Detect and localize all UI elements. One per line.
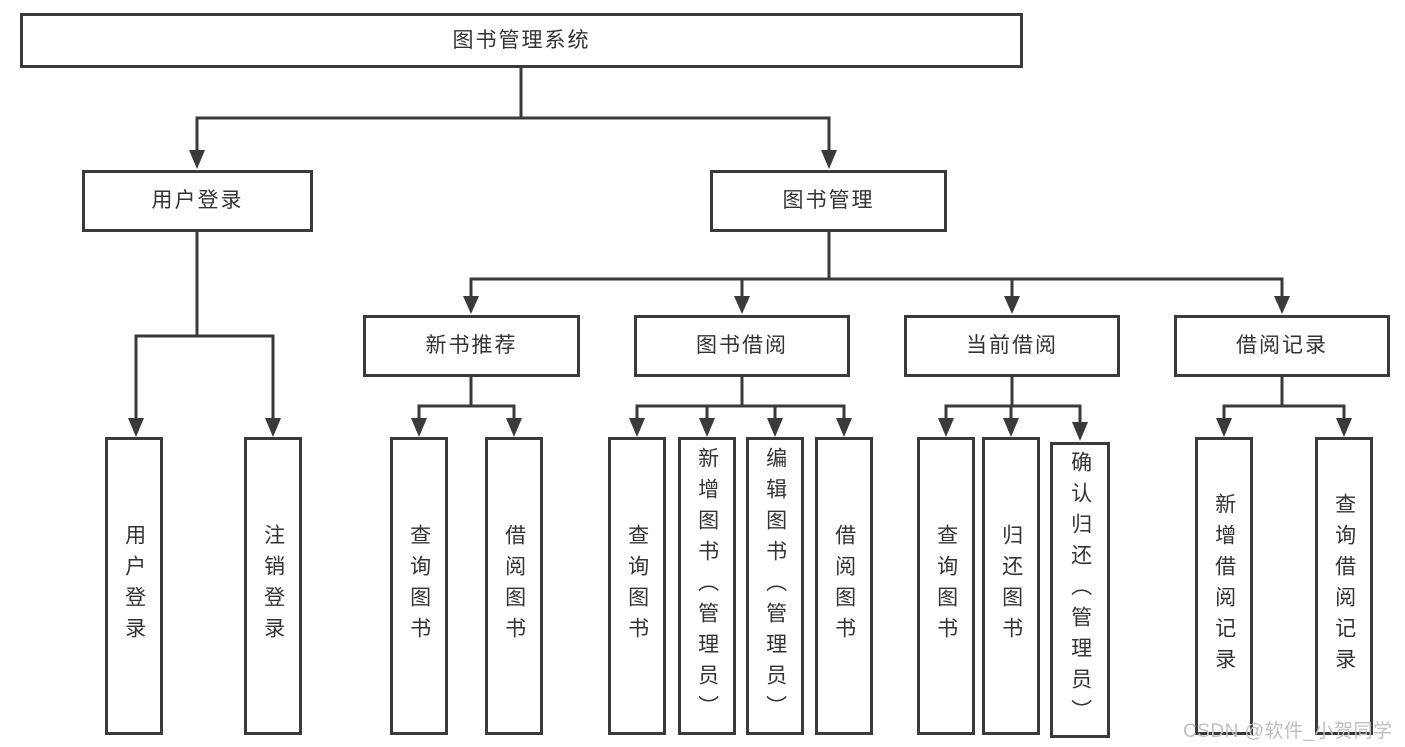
leaf-add-books-admin: 新增图书（管理员） (678, 437, 736, 735)
node-new-book-recommendation: 新书推荐 (363, 315, 580, 377)
leaf-query-books-current: 查询图书 (917, 437, 975, 735)
leaf-add-borrow-record: 新增借阅记录 (1195, 437, 1253, 735)
node-current-borrowing: 当前借阅 (904, 315, 1120, 377)
leaf-query-books-borrowing: 查询图书 (608, 437, 666, 735)
leaf-user-login: 用户登录 (105, 437, 163, 735)
leaf-edit-books-admin: 编辑图书（管理员） (746, 437, 804, 735)
leaf-logout: 注销登录 (244, 437, 302, 735)
node-book-management-module: 图书管理 (710, 170, 947, 232)
node-borrowing-records: 借阅记录 (1174, 315, 1390, 377)
leaf-return-books: 归还图书 (982, 437, 1040, 735)
csdn-watermark: CSDN @软件_小贺同学 (1183, 721, 1393, 742)
leaf-query-borrow-record: 查询借阅记录 (1315, 437, 1373, 735)
leaf-query-books-recommend: 查询图书 (390, 437, 448, 735)
node-library-management-system: 图书管理系统 (20, 13, 1023, 68)
node-book-borrowing: 图书借阅 (634, 315, 850, 377)
node-user-login-module: 用户登录 (82, 170, 313, 232)
leaf-borrow-books-recommend: 借阅图书 (485, 437, 543, 735)
leaf-borrow-books: 借阅图书 (815, 437, 873, 735)
leaf-confirm-return-admin: 确认归还（管理员） (1050, 442, 1110, 738)
